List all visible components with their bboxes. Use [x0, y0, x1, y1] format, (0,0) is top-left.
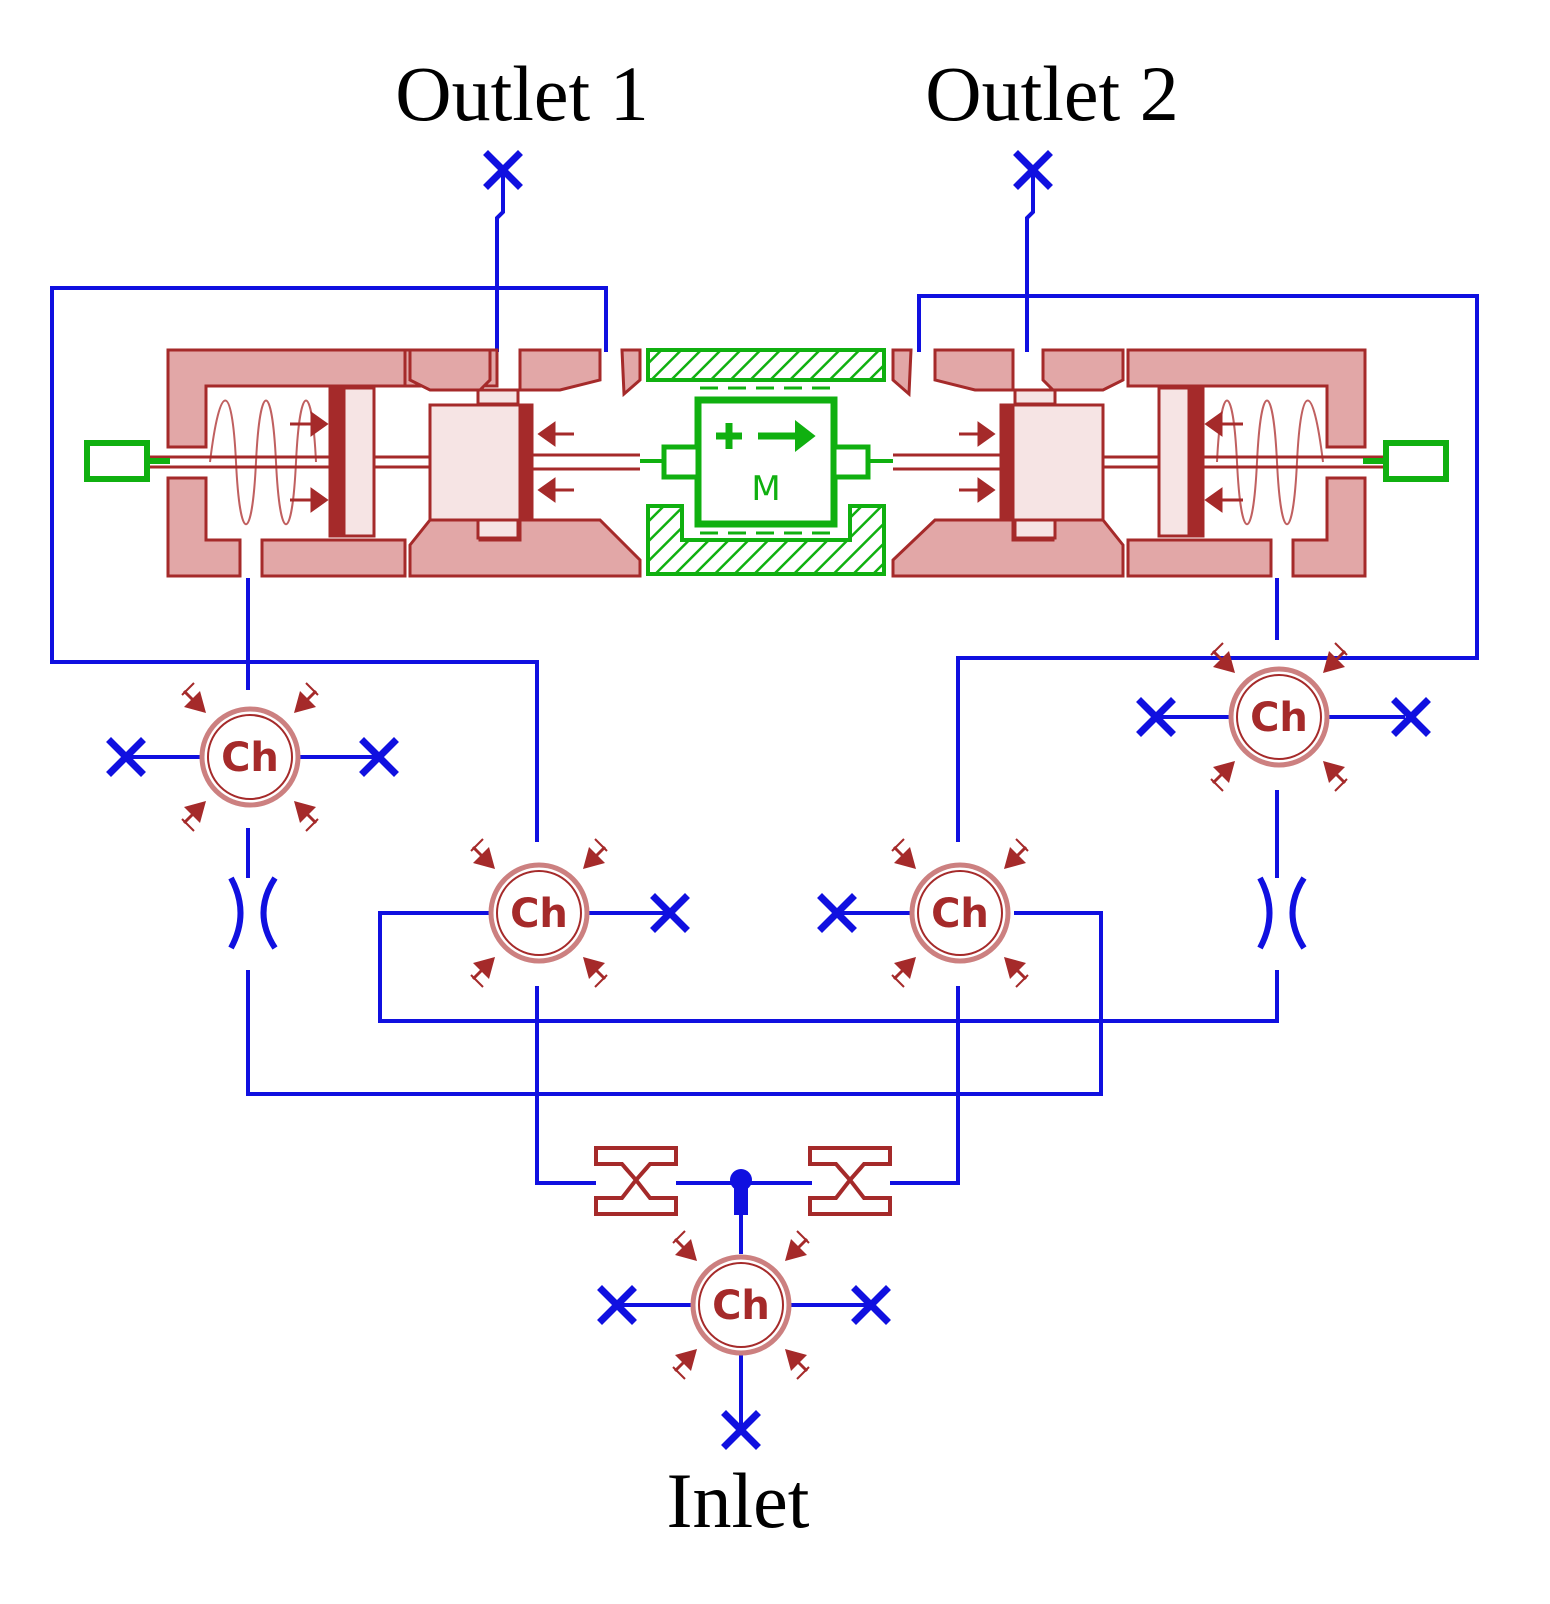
chamber-arrow-icon: [672, 1230, 697, 1261]
right-spool-housing: [891, 348, 1125, 578]
pipe-right-pilot-loop: [917, 294, 1479, 842]
left-piston: [328, 386, 376, 538]
chamber-arrow-icon: [785, 1349, 810, 1380]
chamber-label: Ch: [1250, 695, 1308, 741]
right-spool: [999, 388, 1105, 540]
chamber-arrow-icon: [181, 801, 206, 832]
plug-end-icon: [1013, 150, 1053, 190]
chamber-arrow-icon: [1210, 642, 1235, 673]
chamber-arrow-icon: [583, 838, 608, 869]
chamber-arrow-icon: [1323, 642, 1348, 673]
right-mech-port: [1363, 440, 1449, 482]
chamber-label: Ch: [931, 891, 989, 937]
orifice-icon: [1257, 876, 1273, 950]
chamber-mid-right: Ch: [891, 838, 1029, 988]
plug-end-icon: [106, 737, 146, 777]
chamber-arrow-icon: [470, 838, 495, 869]
right-piston: [1157, 386, 1205, 538]
pipe-left-lower-loop: [246, 911, 1103, 1096]
orifice-left: [228, 876, 278, 950]
chamber-inner-ring: [496, 870, 582, 956]
right-spring-icon: [1216, 399, 1324, 526]
chamber-right: Ch: [1210, 642, 1348, 792]
outlet-1-label: Outlet 1: [395, 50, 648, 137]
pipe-left-pilot-loop: [50, 286, 608, 842]
left-mech-port: [84, 440, 170, 482]
pipe-outlet-2: [1025, 172, 1035, 352]
pipe-junction-node: [730, 1169, 752, 1215]
right-spring-housing: [1126, 348, 1367, 578]
chamber-circle: [488, 862, 590, 964]
orifice-icon: [228, 876, 244, 950]
plug-end-icon: [851, 1285, 891, 1325]
chamber-arrow-icon: [785, 1230, 810, 1261]
left-force-arrows: [290, 411, 574, 513]
motor: M: [640, 396, 893, 528]
chamber-mid-left: Ch: [470, 838, 608, 988]
chamber-circle: [199, 706, 301, 808]
plug-end-icon: [817, 893, 857, 933]
left-rod: [150, 453, 640, 471]
pipe-mid-right-to-restrictor: [890, 986, 960, 1185]
plug-end-icon: [483, 150, 523, 190]
chamber-arrow-icon: [294, 682, 319, 713]
motor-label: M: [751, 469, 780, 509]
chamber-arrow-icon: [1323, 761, 1348, 792]
chamber-label: Ch: [712, 1283, 770, 1329]
chamber-label: Ch: [221, 735, 279, 781]
plug-end-icon: [359, 737, 399, 777]
motor-mount: [646, 348, 886, 576]
chamber-inner-ring: [1236, 674, 1322, 760]
chamber-arrow-icon: [891, 957, 916, 988]
left-spool: [428, 388, 534, 540]
chamber-label: Ch: [510, 891, 568, 937]
right-rod: [893, 453, 1383, 471]
chamber-arrow-icon: [181, 682, 206, 713]
chamber-inner-ring: [698, 1262, 784, 1348]
restrictor-left: [594, 1146, 678, 1216]
inlet-label: Inlet: [667, 1457, 810, 1544]
chamber-left: Ch: [181, 682, 319, 832]
motor-dashes: [700, 386, 834, 535]
restrictor-right: [808, 1146, 892, 1216]
chamber-arrow-icon: [470, 957, 495, 988]
pipe-mid-left-to-restrictor: [535, 986, 596, 1185]
pipe-outlet-1: [495, 172, 505, 352]
outlet-2-label: Outlet 2: [925, 50, 1178, 137]
motor-arrow-icon: [758, 419, 816, 453]
chamber-arrow-icon: [672, 1349, 697, 1380]
chamber-arrow-icon: [1004, 838, 1029, 869]
orifice-right: [1257, 876, 1307, 950]
chamber-arrow-icon: [1210, 761, 1235, 792]
chamber-circle: [1228, 666, 1330, 768]
plug-end-icon: [721, 1410, 761, 1450]
plug-end-icon: [1136, 697, 1176, 737]
chamber-arrow-icon: [1004, 957, 1029, 988]
chamber-arrow-icon: [891, 838, 916, 869]
valve-assembly: M: [84, 348, 1449, 578]
plug-end-icon: [1391, 697, 1431, 737]
chamber-inner-ring: [207, 714, 293, 800]
chamber-inlet: Ch: [672, 1230, 810, 1380]
left-spring-icon: [209, 399, 317, 526]
pipe-right-lower-loop: [378, 911, 1279, 1023]
motor-plus-icon: [716, 423, 742, 449]
plug-end-icon: [597, 1285, 637, 1325]
chamber-inner-ring: [917, 870, 1003, 956]
right-force-arrows: [959, 411, 1243, 513]
plug-end-icon: [650, 893, 690, 933]
plug-ends: [106, 150, 1431, 1450]
chamber-circle: [690, 1254, 792, 1356]
chamber-arrow-icon: [583, 957, 608, 988]
chamber-circle: [909, 862, 1011, 964]
chamber-arrow-icon: [294, 801, 319, 832]
